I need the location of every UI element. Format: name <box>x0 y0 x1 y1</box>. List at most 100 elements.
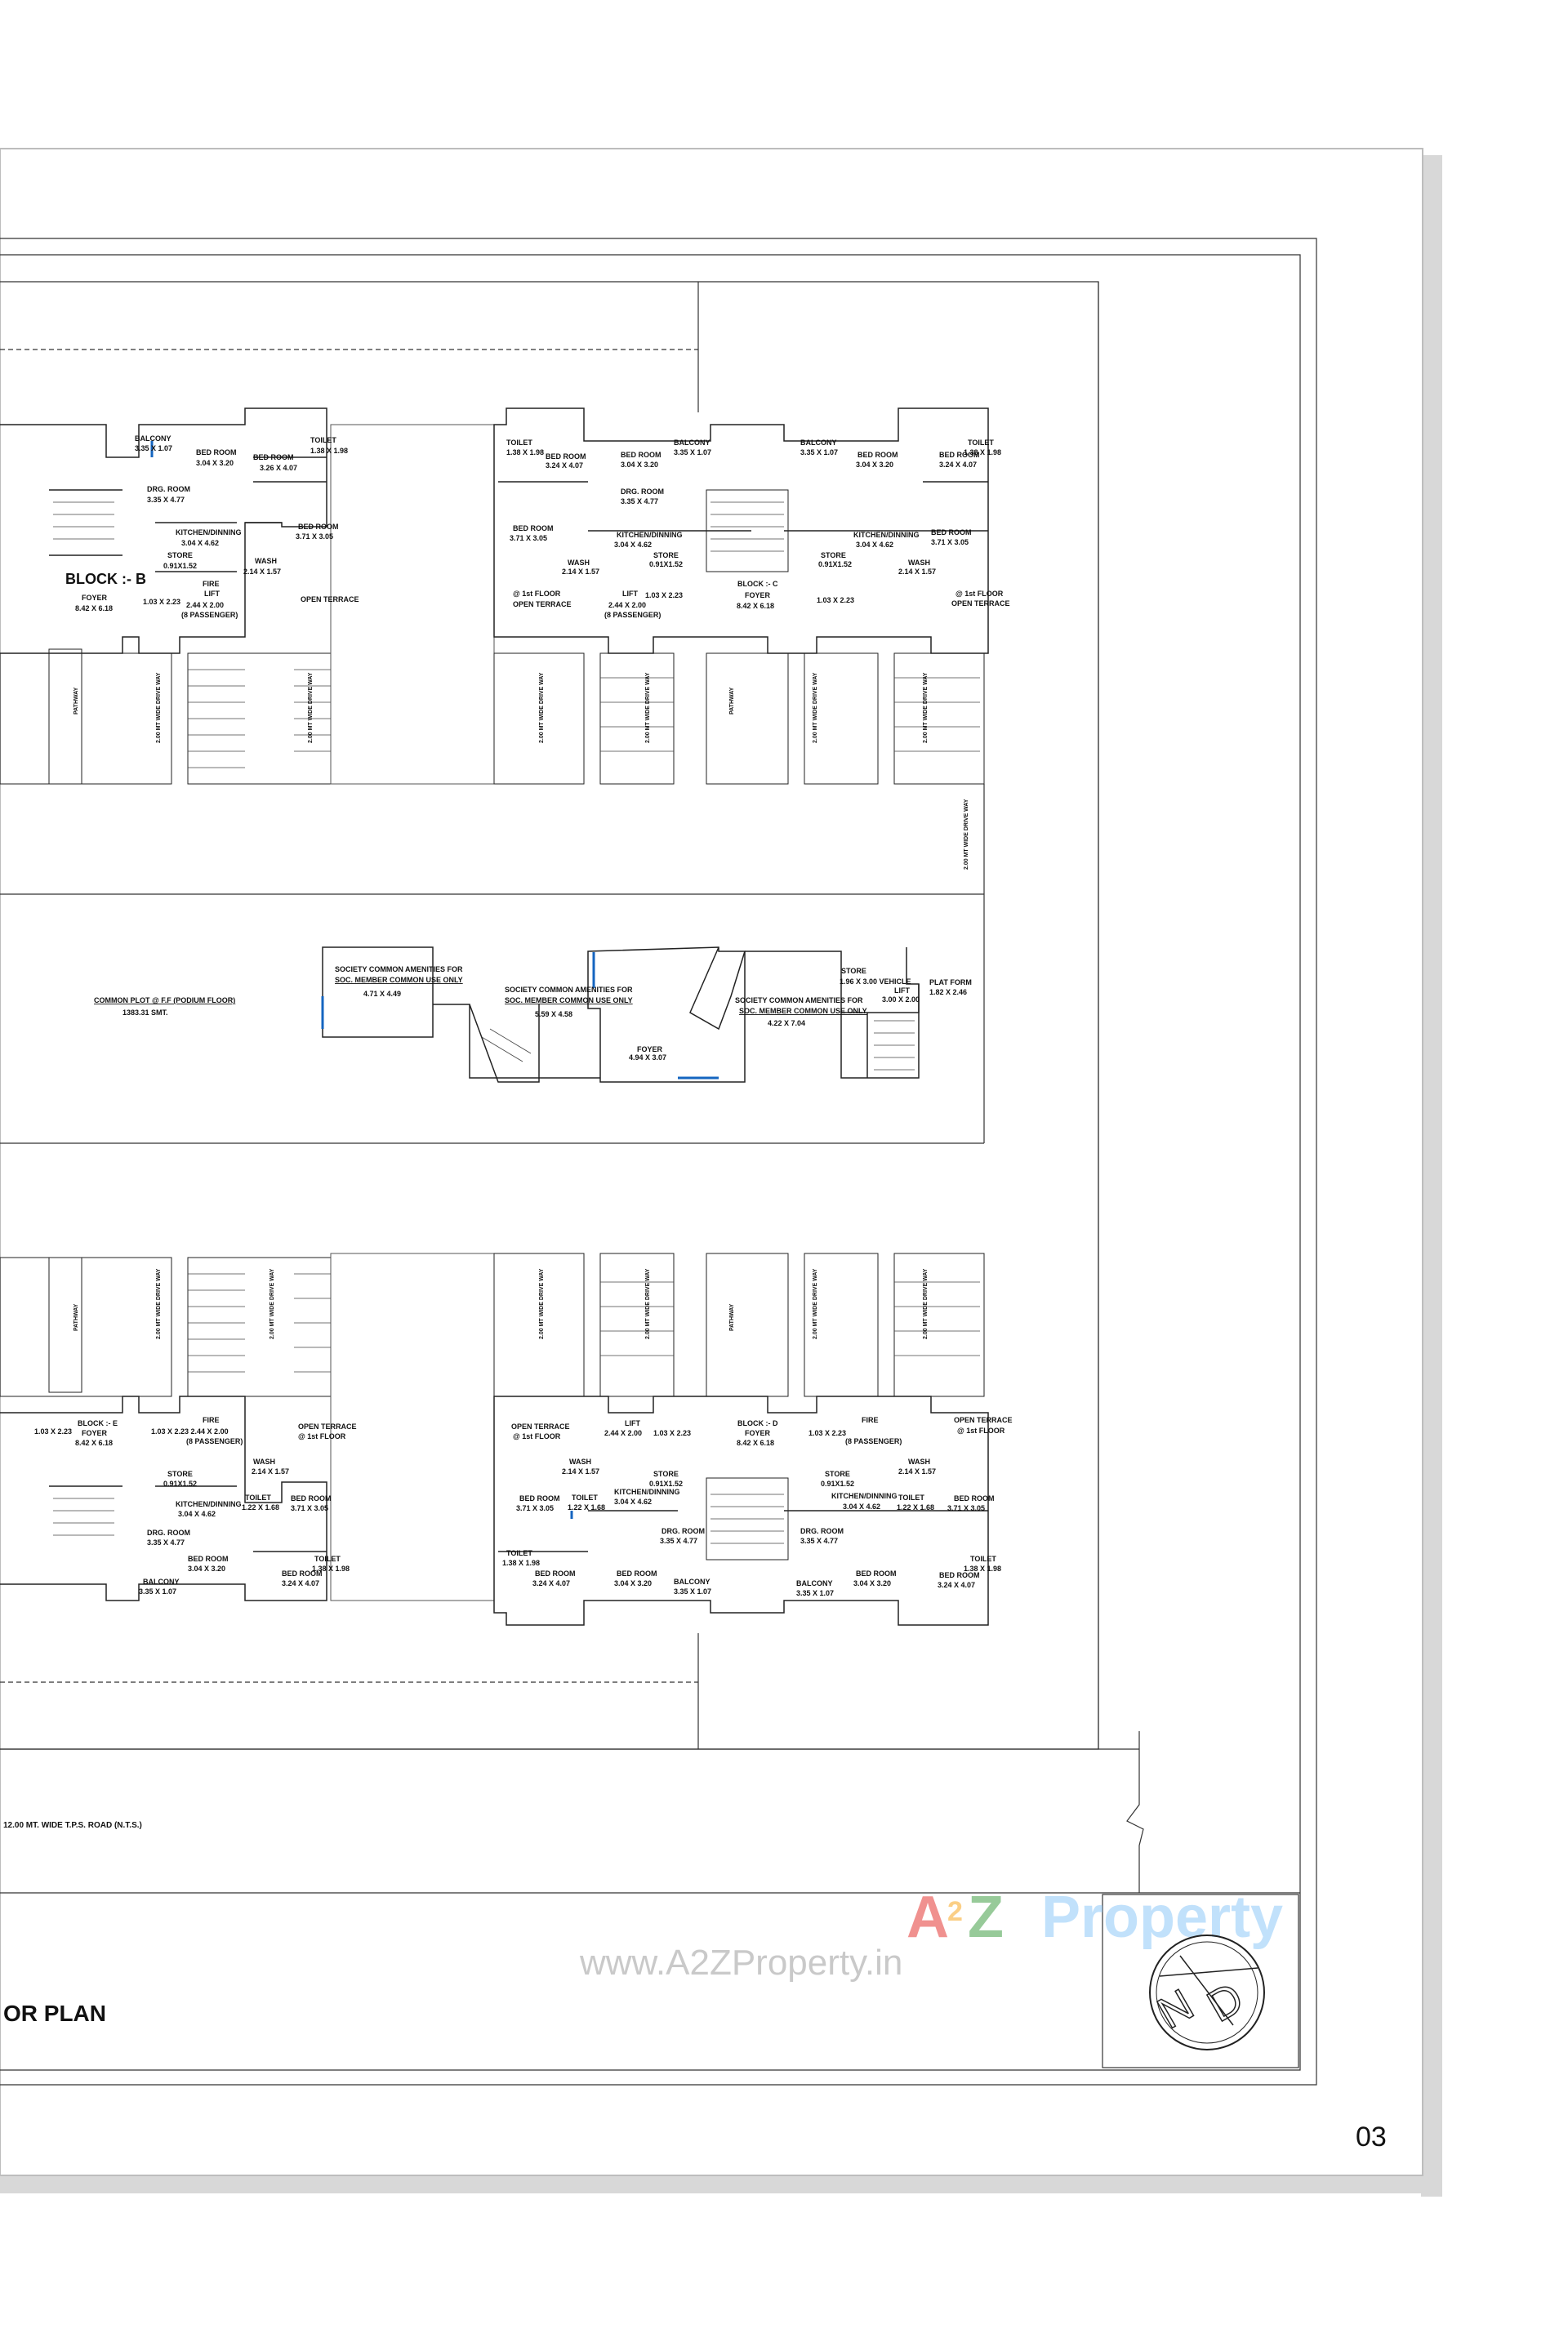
block-b-balcony: BALCONY <box>135 434 172 443</box>
drawing-frame <box>0 238 1317 2086</box>
block-c-bedroom: BED ROOM <box>546 452 586 461</box>
block-c-toilet-2-size: 1.38 X 1.98 <box>964 448 1001 456</box>
block-d-bedroom-3: BED ROOM <box>856 1569 897 1578</box>
page-number: 03 <box>1356 2122 1387 2153</box>
block-c-terrace-right-2: OPEN TERRACE <box>951 599 1010 608</box>
block-c-balcony-2: BALCONY <box>800 439 837 447</box>
watermark-brand-rest: Property <box>1041 1885 1283 1950</box>
block-d-lift: LIFT <box>625 1419 640 1427</box>
block-b-wash-size: 2.14 X 1.57 <box>243 568 281 576</box>
block-d-store-size: 0.91X1.52 <box>649 1480 683 1488</box>
driveway-label-e-2: 2.00 MT WIDE DRIVE WAY <box>270 1268 275 1339</box>
block-e-size-1: 1.03 X 2.23 <box>34 1427 72 1436</box>
blue-window-marks <box>150 441 719 1519</box>
block-d-terrace-left: OPEN TERRACE <box>511 1423 570 1431</box>
block-d-foyer-size: 8.42 X 6.18 <box>737 1439 774 1447</box>
block-d-stairs <box>600 1281 980 1544</box>
block-b-bed-c: BED ROOM <box>298 523 339 531</box>
block-d-balcony-size: 3.35 X 1.07 <box>674 1587 711 1596</box>
block-c-kitchen-2-size: 3.04 X 4.62 <box>856 541 893 549</box>
block-e-bedroom-2-size: 3.24 X 4.07 <box>282 1579 319 1587</box>
block-c-toilet-size: 1.38 X 1.98 <box>506 448 544 456</box>
amenities-1-line-1: SOCIETY COMMON AMENITIES FOR <box>335 965 463 973</box>
driveway-label-d-4: 2.00 MT WIDE DRIVE WAY <box>923 1268 929 1339</box>
driveway-label-c-4: 2.00 MT WIDE DRIVE WAY <box>923 672 929 743</box>
common-platform-size: 1.82 X 2.46 <box>929 988 967 996</box>
block-c-kitchen-size: 3.04 X 4.62 <box>614 541 652 549</box>
block-c-terrace-left-2: OPEN TERRACE <box>513 600 572 608</box>
driveway-label-d: 2.00 MT WIDE DRIVE WAY <box>539 1268 545 1339</box>
block-b-kitchen-size: 3.04 X 4.62 <box>181 539 219 547</box>
block-b-bedroom: BED ROOM <box>196 448 237 456</box>
block-b-bedroom-2: BED ROOM <box>253 453 294 461</box>
block-d-bedroom-3-size: 3.04 X 3.20 <box>853 1579 891 1587</box>
block-d-store-2-size: 0.91X1.52 <box>821 1480 854 1488</box>
block-e-fire: FIRE <box>203 1416 220 1424</box>
block-d-bed-c-2-size: 3.71 X 3.05 <box>947 1504 985 1512</box>
block-d-balcony-2-size: 3.35 X 1.07 <box>796 1589 834 1597</box>
block-d-balcony: BALCONY <box>674 1578 710 1586</box>
block-c-foyer-size: 8.42 X 6.18 <box>737 602 774 610</box>
block-c-size-1: 1.03 X 2.23 <box>645 591 683 599</box>
block-d-kitchen-2-size: 3.04 X 4.62 <box>843 1503 880 1511</box>
block-d-bedroom-4: BED ROOM <box>939 1571 980 1579</box>
block-c-plan <box>493 407 989 785</box>
block-d-wash: WASH <box>569 1458 591 1466</box>
driveway-label-d-3: 2.00 MT WIDE DRIVE WAY <box>813 1268 818 1339</box>
block-c-balcony-2-size: 3.35 X 1.07 <box>800 448 838 456</box>
block-c-title: BLOCK :- C <box>737 580 778 588</box>
block-c-bed-c-size: 3.71 X 3.05 <box>510 534 547 542</box>
block-d-drg-2-size: 3.35 X 4.77 <box>800 1537 838 1545</box>
block-d-bed-c-size: 3.71 X 3.05 <box>516 1504 554 1512</box>
block-e-toilet-size: 1.22 X 1.68 <box>242 1503 279 1512</box>
block-d-toilet-4: TOILET <box>572 1494 598 1502</box>
block-b-foyer: FOYER <box>82 594 108 602</box>
block-e-toilet-2-size: 1.38 X 1.98 <box>312 1565 350 1573</box>
page-shadow-right <box>1421 155 1442 2197</box>
driveway-label-main: 2.00 MT WIDE DRIVE WAY <box>964 799 969 870</box>
block-d-kitchen: KITCHEN/DINNING <box>614 1488 680 1496</box>
block-b-lift: LIFT <box>204 590 220 598</box>
block-e-open-terrace-2: @ 1st FLOOR <box>298 1432 346 1440</box>
block-c-kitchen: KITCHEN/DINNING <box>617 531 683 539</box>
block-e-drg: DRG. ROOM <box>147 1529 190 1537</box>
driveway-label-c: 2.00 MT WIDE DRIVE WAY <box>539 672 545 743</box>
block-e-store-size: 0.91X1.52 <box>163 1480 197 1488</box>
block-b-bedroom-size: 3.04 X 3.20 <box>196 459 234 467</box>
block-b-bed-c-size: 3.71 X 3.05 <box>296 532 333 541</box>
block-e-balcony: BALCONY <box>143 1578 180 1586</box>
block-d-kitchen-2: KITCHEN/DINNING <box>831 1492 898 1500</box>
block-d-toilet-size: 1.38 X 1.98 <box>502 1559 540 1567</box>
block-e-labels: BLOCK :- E FOYER 8.42 X 6.18 1.03 X 2.23… <box>34 1416 357 1596</box>
block-e-wash-size: 2.14 X 1.57 <box>252 1467 289 1476</box>
block-d-store: STORE <box>653 1470 679 1478</box>
block-c-drg: DRG. ROOM <box>621 488 664 496</box>
driveway-label-c-2: 2.00 MT WIDE DRIVE WAY <box>645 672 651 743</box>
block-c-labels: BLOCK :- C FOYER 8.42 X 6.18 1.03 X 2.23… <box>506 439 1010 619</box>
block-b-labels: BLOCK :- B FOYER 8.42 X 6.18 1.03 X 2.23… <box>65 434 359 619</box>
block-d-store-2: STORE <box>825 1470 850 1478</box>
block-d-bed-c-2: BED ROOM <box>954 1494 995 1503</box>
block-b-size-1: 1.03 X 2.23 <box>143 598 180 606</box>
block-d-foyer: FOYER <box>745 1429 771 1437</box>
block-c-wash-2: WASH <box>908 559 930 567</box>
block-c-store-size: 0.91X1.52 <box>649 560 683 568</box>
block-c-wash-2-size: 2.14 X 1.57 <box>898 568 936 576</box>
block-e-lift-size: 1.03 X 2.23 2.44 X 2.00 <box>151 1427 229 1436</box>
block-d-bed-c: BED ROOM <box>519 1494 560 1503</box>
block-c-drg-size: 3.35 X 4.77 <box>621 497 658 505</box>
block-c-lift-note: (8 PASSENGER) <box>604 611 661 619</box>
block-c-bedroom-size: 3.24 X 4.07 <box>546 461 583 470</box>
block-c-bedroom-2: BED ROOM <box>621 451 662 459</box>
common-amenities-plan <box>322 946 920 1083</box>
block-b-drg-size: 3.35 X 4.77 <box>147 496 185 504</box>
block-e-bed-c-size: 3.71 X 3.05 <box>291 1504 328 1512</box>
block-b-title: BLOCK :- B <box>65 571 146 587</box>
block-d-toilet-2: TOILET <box>970 1555 996 1563</box>
block-d-labels: BLOCK :- D FOYER 8.42 X 6.18 LIFT 2.44 X… <box>502 1416 1013 1597</box>
block-d-bedroom-2-size: 3.04 X 3.20 <box>614 1579 652 1587</box>
block-c-toilet-2: TOILET <box>968 439 994 447</box>
watermark-url: www.A2ZProperty.in <box>579 1943 902 1983</box>
block-d-bedroom: BED ROOM <box>535 1569 576 1578</box>
